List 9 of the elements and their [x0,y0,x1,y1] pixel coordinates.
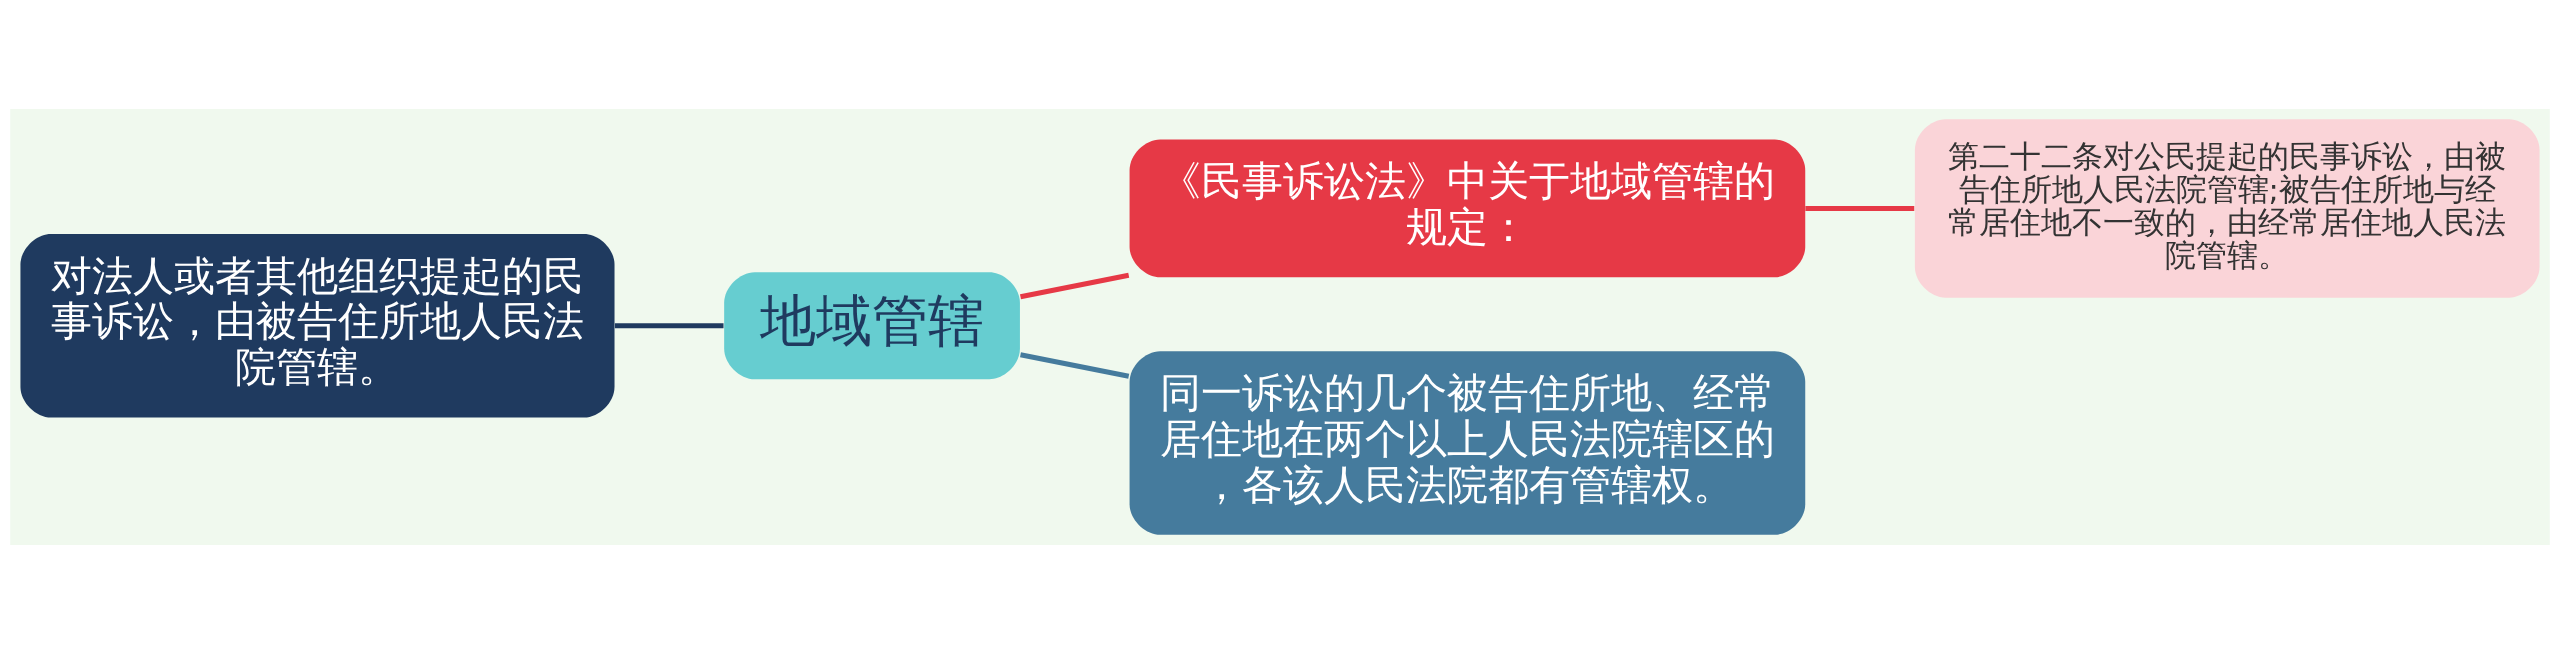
node-box: 对法人或者其他组织提起的民事诉讼，由被告住所地人民法院管辖。 [20,233,615,417]
node-box: 同一诉讼的几个被告住所地、经常居住地在两个以上人民法院辖区的，各该人民法院都有管辖权。 [1129,350,1806,535]
node-box: 第二十二条对公民提起的民事诉讼，由被告住所地人民法院管辖;被告住所地与经常居住地不一致的，由经常居住地人民法院管辖。 [1914,118,2540,298]
node-box: 地域管辖 [724,271,1020,379]
connector [614,322,724,328]
connector [1020,272,1130,299]
connector [1805,205,1915,211]
connector [1020,351,1130,379]
node-box: 《民事诉讼法》中关于地域管辖的规定： [1129,139,1806,277]
